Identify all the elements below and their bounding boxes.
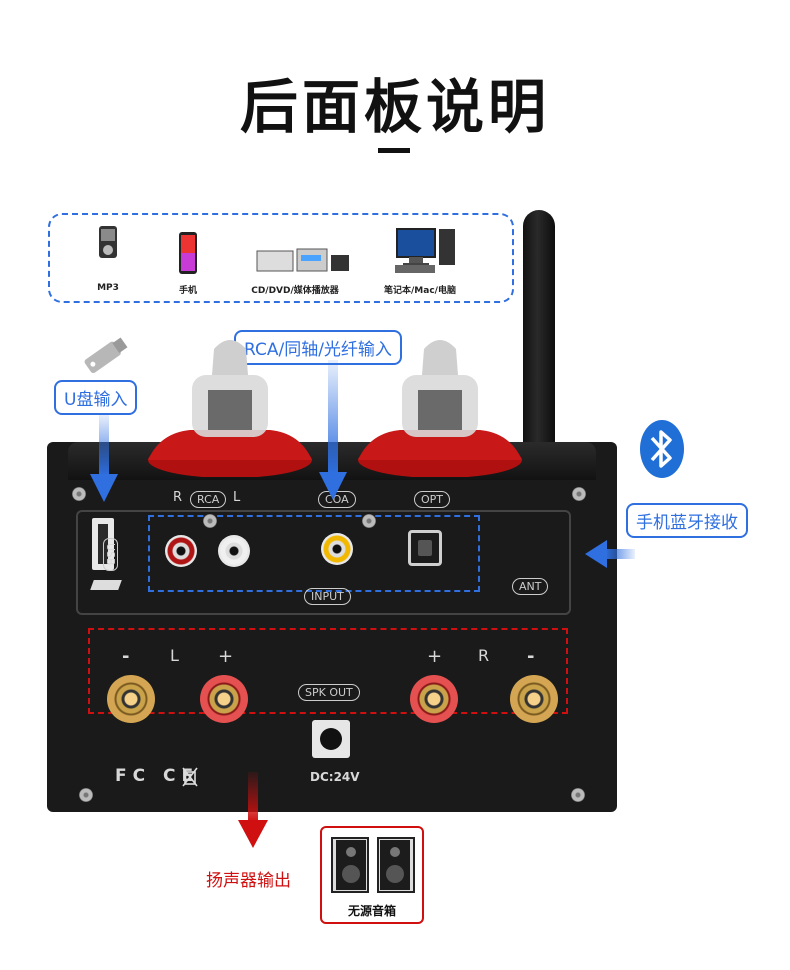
rca-white-jack: [218, 535, 250, 567]
speaker-pair-icon: [331, 837, 415, 893]
usb-stick-icon: [84, 337, 128, 373]
input-highlight-box: [148, 515, 480, 592]
bluetooth-icon: [640, 420, 684, 478]
spk-plus-right: +: [427, 646, 443, 667]
source-label-computer: 笔记本/Mac/电脑: [384, 286, 456, 296]
usb-badge: [90, 580, 122, 590]
mp3-player-icon: [98, 225, 118, 263]
speaker-output-label: 扬声器输出: [206, 871, 291, 891]
input-callout: RCA/同轴/光纤输入: [234, 330, 402, 365]
title-divider: [378, 148, 410, 153]
ant-label: ANT: [512, 578, 549, 595]
speaker-output-arrow-icon: [238, 772, 268, 848]
computer-icon: [395, 227, 465, 279]
cd-player-icon: [255, 247, 351, 277]
usb-port-slot: [98, 524, 108, 564]
bluetooth-arrow-icon: [585, 540, 635, 568]
screw: [571, 788, 585, 802]
source-label-cd: CD/DVD/媒体播放器: [251, 286, 339, 296]
screw: [572, 487, 586, 501]
spk-minus-right: -: [527, 646, 535, 667]
spk-l-label: L: [170, 646, 179, 665]
passive-speaker-box: 无源音箱: [320, 826, 424, 924]
passive-speaker-label: 无源音箱: [347, 904, 396, 918]
input-panel: [76, 510, 571, 615]
spk-minus-left: -: [122, 646, 130, 667]
spk-r-label: R: [478, 646, 490, 665]
dc-label: DC:24V: [310, 770, 360, 784]
opt-label: OPT: [414, 491, 451, 508]
phone-icon: [178, 231, 198, 279]
source-label-phone: 手机: [178, 286, 198, 296]
rca-red-jack: [165, 535, 197, 567]
speaker-post-left-minus: [107, 675, 155, 723]
speaker-post-left-plus: [200, 675, 248, 723]
screw: [79, 788, 93, 802]
usb-label: USB: [103, 538, 118, 571]
bluetooth-callout: 手机蓝牙接收: [626, 503, 748, 538]
usb-arrow-icon: [90, 414, 118, 502]
usb-callout: U盘输入: [54, 380, 138, 415]
spk-out-label: SPK OUT: [298, 684, 360, 701]
left-tube: [148, 340, 312, 477]
coax-jack: [321, 533, 353, 565]
right-tube: [358, 340, 522, 477]
screw: [72, 487, 86, 501]
speaker-post-right-minus: [510, 675, 558, 723]
speaker-output-box: [88, 628, 568, 714]
rca-label: RCA: [190, 491, 227, 508]
screw: [362, 514, 376, 528]
screw: [203, 514, 217, 528]
rca-l-label: L: [233, 490, 241, 505]
rca-r-label: R: [173, 490, 183, 505]
source-devices-box: MP3 手机 CD/DVD/媒体播放器 笔记本/Mac/电脑: [48, 213, 514, 303]
spk-plus-left: +: [218, 646, 234, 667]
source-label-mp3: MP3: [97, 283, 119, 293]
certification-marks: FC CE: [115, 766, 200, 786]
input-label: INPUT: [304, 588, 351, 605]
page-title: 后面板说明: [239, 73, 550, 141]
optical-port-shutter: [418, 540, 432, 556]
weee-bin-icon: [182, 767, 198, 787]
dc-jack-hole: [320, 728, 342, 750]
input-arrow-icon: [319, 360, 347, 500]
speaker-post-right-plus: [410, 675, 458, 723]
